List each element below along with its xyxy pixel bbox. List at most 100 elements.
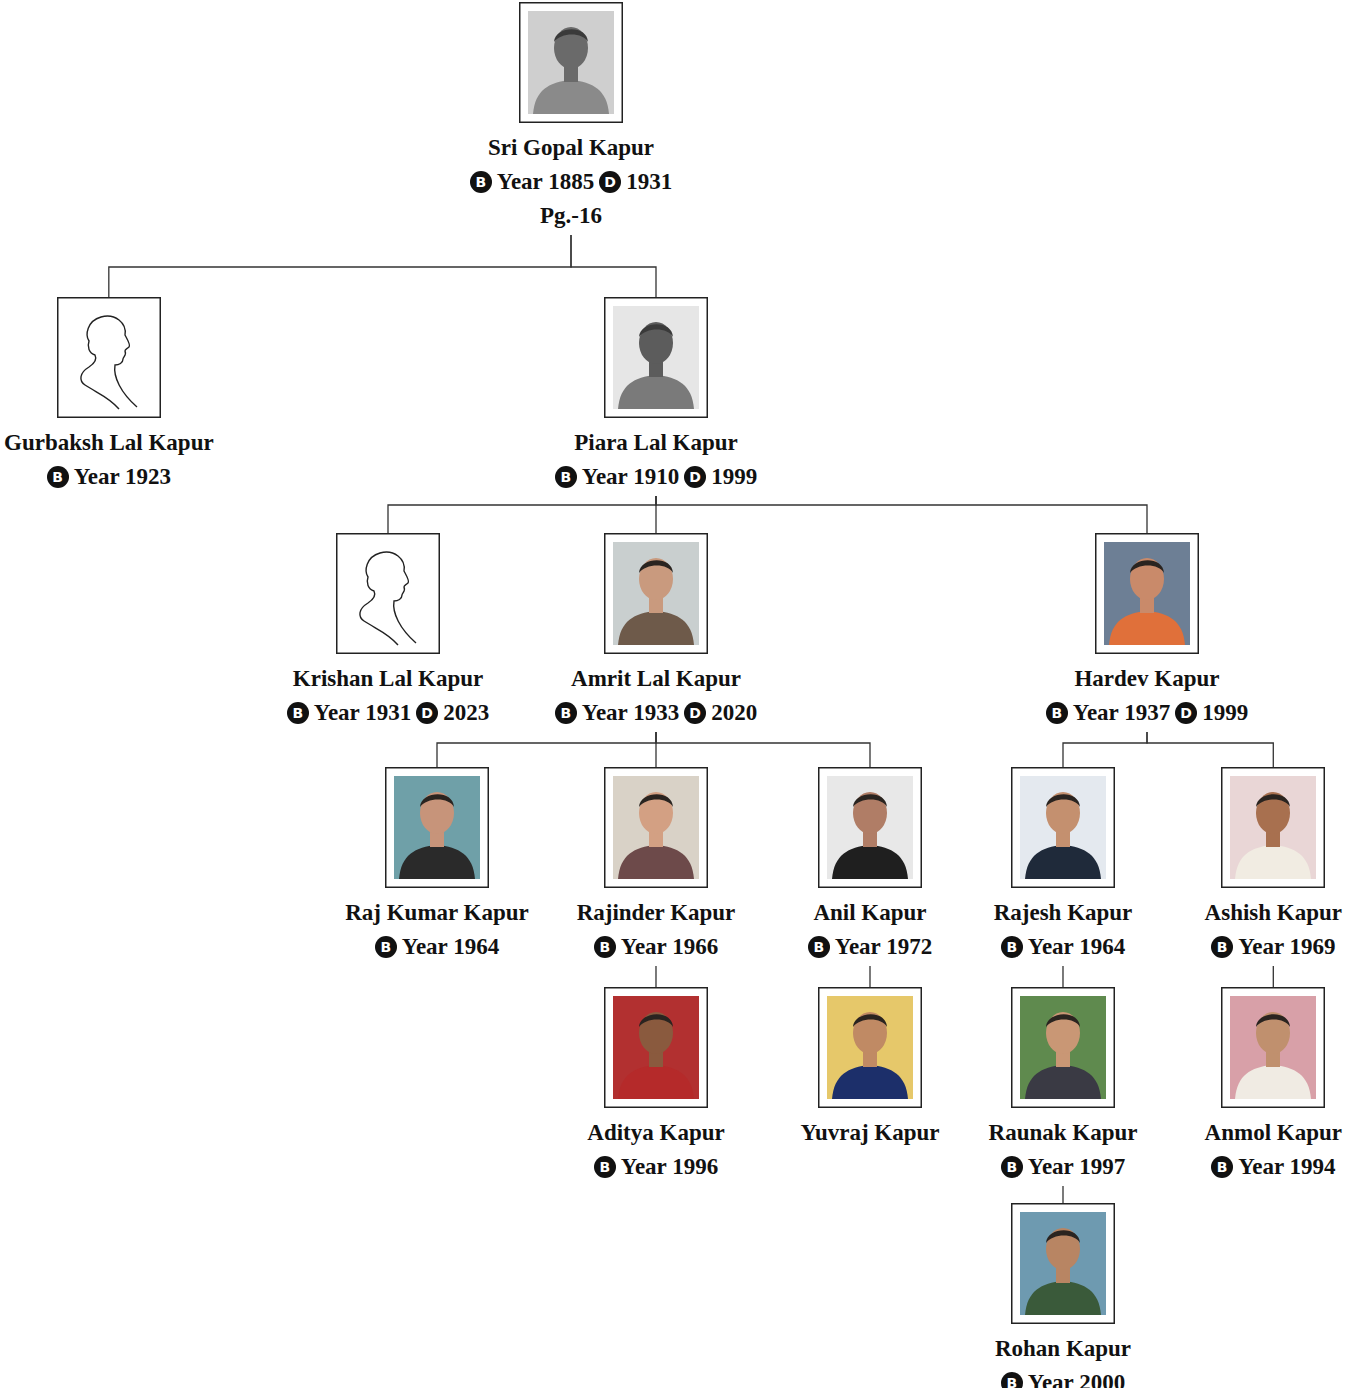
person-card: Aditya KapurBYear 1996 <box>587 987 724 1184</box>
text-row: BYear 1885D1931 <box>470 165 672 199</box>
portrait-photo <box>604 767 708 888</box>
portrait-photo <box>57 297 161 418</box>
lineage-line <box>571 235 656 297</box>
person-name: Piara Lal Kapur <box>574 426 738 460</box>
date-text: Year 1997 <box>1028 1150 1125 1184</box>
person-name: Hardev Kapur <box>1074 662 1219 696</box>
lineage-line <box>656 732 870 767</box>
person-card: Hardev KapurBYear 1937D1999 <box>1046 533 1248 730</box>
date-badge: D <box>1175 702 1197 724</box>
date-text: Year 1964 <box>1028 930 1125 964</box>
person-name: Raj Kumar Kapur <box>345 896 529 930</box>
text-row: BYear 1923 <box>47 460 171 494</box>
date-badge: B <box>594 936 616 958</box>
portrait-photo <box>385 767 489 888</box>
text-row: Pg.-16 <box>540 199 602 233</box>
text-row: Rohan Kapur <box>995 1332 1131 1366</box>
date-text: Year 2000 <box>1028 1366 1125 1388</box>
date-badge: B <box>287 702 309 724</box>
lineage-line <box>1273 966 1274 987</box>
text-row: Piara Lal Kapur <box>574 426 738 460</box>
lineage-line <box>869 966 870 987</box>
date-text: 1999 <box>711 460 757 494</box>
portrait-photo <box>604 987 708 1108</box>
person-card: Rajinder KapurBYear 1966 <box>577 767 736 964</box>
text-row: BYear 1933D2020 <box>555 696 757 730</box>
text-row: Rajesh Kapur <box>994 896 1133 930</box>
date-text: Year 1964 <box>402 930 499 964</box>
person-name: Krishan Lal Kapur <box>293 662 483 696</box>
date-text: Year 1969 <box>1238 930 1335 964</box>
person-name: Gurbaksh Lal Kapur <box>4 426 214 460</box>
date-badge: B <box>1046 702 1068 724</box>
person-name: Rohan Kapur <box>995 1332 1131 1366</box>
date-badge: D <box>599 171 621 193</box>
person-card: Ashish KapurBYear 1969 <box>1205 767 1342 964</box>
date-badge: B <box>1001 1156 1023 1178</box>
date-text: Year 1937 <box>1073 696 1170 730</box>
portrait-frame <box>1221 767 1325 888</box>
text-row: Rajinder Kapur <box>577 896 736 930</box>
person-card: Sri Gopal KapurBYear 1885D1931Pg.-16 <box>470 2 672 233</box>
text-row: Anil Kapur <box>813 896 926 930</box>
portrait-frame <box>604 767 708 888</box>
date-text: Year 1966 <box>621 930 718 964</box>
person-card: Piara Lal KapurBYear 1910D1999 <box>555 297 757 494</box>
text-row: BYear 1996 <box>594 1150 718 1184</box>
date-text: Pg.-16 <box>540 199 602 233</box>
person-name: Raunak Kapur <box>989 1116 1138 1150</box>
text-row: Krishan Lal Kapur <box>293 662 483 696</box>
date-badge: B <box>555 702 577 724</box>
person-name: Amrit Lal Kapur <box>571 662 741 696</box>
text-row: Sri Gopal Kapur <box>488 131 654 165</box>
text-row: Raunak Kapur <box>989 1116 1138 1150</box>
person-name: Rajesh Kapur <box>994 896 1133 930</box>
date-text: Year 1994 <box>1238 1150 1335 1184</box>
portrait-frame <box>385 767 489 888</box>
person-name: Yuvraj Kapur <box>800 1116 939 1150</box>
date-badge: B <box>1001 936 1023 958</box>
portrait-photo <box>1011 767 1115 888</box>
date-badge: B <box>808 936 830 958</box>
date-badge: D <box>416 702 438 724</box>
date-badge: D <box>684 702 706 724</box>
text-row: BYear 2000 <box>1001 1366 1125 1388</box>
date-text: Year 1885 <box>497 165 594 199</box>
lineage-line <box>655 966 656 987</box>
person-card: Rohan KapurBYear 2000 <box>995 1203 1131 1388</box>
lineage-line <box>1062 1186 1063 1203</box>
lineage-line <box>388 496 656 533</box>
portrait-photo <box>818 767 922 888</box>
portrait-frame <box>1221 987 1325 1108</box>
portrait-frame <box>336 533 440 654</box>
date-text: Year 1931 <box>314 696 411 730</box>
text-row: BYear 1931D2023 <box>287 696 489 730</box>
person-name: Sri Gopal Kapur <box>488 131 654 165</box>
text-row: BYear 1910D1999 <box>555 460 757 494</box>
text-row: BYear 1972 <box>808 930 932 964</box>
portrait-photo <box>336 533 440 654</box>
text-row: BYear 1997 <box>1001 1150 1125 1184</box>
date-text: 1931 <box>626 165 672 199</box>
portrait-photo <box>1095 533 1199 654</box>
date-badge: B <box>375 936 397 958</box>
person-card: Anmol KapurBYear 1994 <box>1205 987 1342 1184</box>
person-card: Raunak KapurBYear 1997 <box>989 987 1138 1184</box>
date-badge: B <box>594 1156 616 1178</box>
portrait-frame <box>604 987 708 1108</box>
portrait-frame <box>818 987 922 1108</box>
date-text: Year 1910 <box>582 460 679 494</box>
portrait-photo <box>1011 1203 1115 1324</box>
lineage-line <box>437 732 656 767</box>
date-text: Year 1972 <box>835 930 932 964</box>
text-row: BYear 1969 <box>1211 930 1335 964</box>
portrait-photo <box>604 297 708 418</box>
text-row: Anmol Kapur <box>1205 1116 1342 1150</box>
date-badge: B <box>1211 936 1233 958</box>
person-name: Anmol Kapur <box>1205 1116 1342 1150</box>
text-row: Raj Kumar Kapur <box>345 896 529 930</box>
portrait-photo <box>1221 767 1325 888</box>
date-text: 1999 <box>1202 696 1248 730</box>
date-text: Year 1933 <box>582 696 679 730</box>
